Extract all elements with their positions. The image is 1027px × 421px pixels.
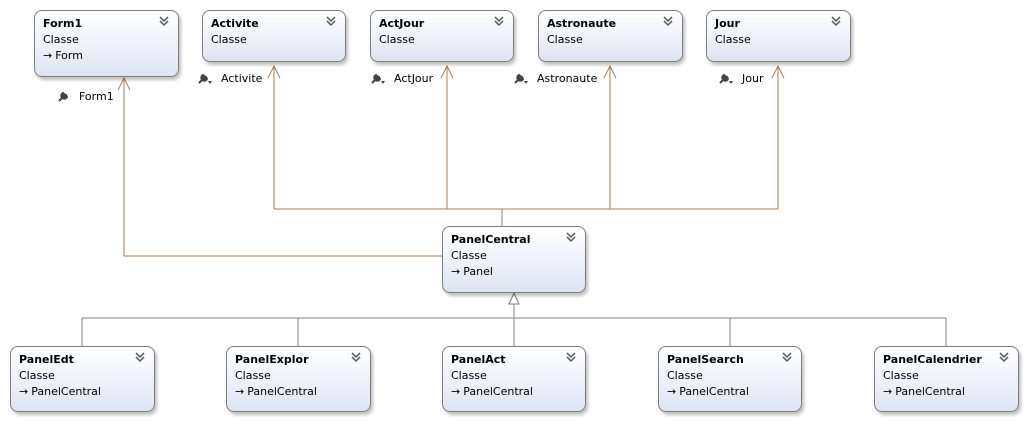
arrow-right-icon: → (451, 385, 461, 398)
arrow-right-icon: → (43, 49, 53, 62)
interface-label: ActJour (394, 71, 434, 85)
class-kind: Classe (667, 369, 703, 382)
chevron-double-down-icon[interactable] (565, 231, 577, 243)
class-box-panelcalendrier[interactable]: PanelCalendrier Classe →PanelCentral (874, 346, 1019, 412)
class-box-actjour[interactable]: ActJour Classe (370, 10, 514, 62)
class-name: PanelEdt (19, 353, 74, 366)
class-kind: Classe (547, 33, 583, 46)
association-lines (117, 64, 785, 257)
class-base: →PanelCentral (451, 385, 533, 398)
interface-label: Astronaute (537, 71, 598, 85)
chevron-double-down-icon[interactable] (350, 351, 362, 363)
wrench-icon (198, 73, 212, 84)
class-box-paneledt[interactable]: PanelEdt Classe →PanelCentral (10, 346, 155, 412)
class-kind: Classe (883, 369, 919, 382)
chevron-double-down-icon[interactable] (134, 351, 146, 363)
class-base-name: Form (55, 49, 83, 62)
arrow-right-icon: → (667, 385, 677, 398)
interface-astronaute[interactable]: Astronaute (513, 71, 597, 85)
association-panelcentral-form1 (123, 78, 442, 257)
class-base-name: PanelCentral (463, 385, 533, 398)
class-base-name: PanelCentral (895, 385, 965, 398)
class-base-name: Panel (463, 265, 493, 278)
association-arrow-activite (267, 64, 281, 79)
class-name: PanelExplor (235, 353, 309, 366)
class-kind: Classe (19, 369, 55, 382)
arrow-right-icon: → (883, 385, 893, 398)
chevron-double-down-icon[interactable] (998, 351, 1010, 363)
class-name: PanelSearch (667, 353, 744, 366)
class-name: ActJour (379, 17, 425, 30)
wrench-icon (58, 91, 69, 102)
chevron-double-down-icon[interactable] (158, 15, 170, 27)
chevron-double-down-icon[interactable] (830, 15, 842, 27)
class-base: →PanelCentral (235, 385, 317, 398)
class-base: →Form (43, 49, 83, 62)
wrench-icon (514, 73, 528, 84)
interface-jour[interactable]: Jour (718, 71, 763, 85)
interface-activite[interactable]: Activite (197, 71, 262, 85)
class-base: →PanelCentral (19, 385, 101, 398)
class-kind: Classe (451, 249, 487, 262)
class-box-activite[interactable]: Activite Classe (202, 10, 346, 62)
association-arrow-form1 (117, 76, 131, 91)
class-base: →PanelCentral (667, 385, 749, 398)
class-box-jour[interactable]: Jour Classe (706, 10, 851, 62)
arrow-right-icon: → (451, 265, 461, 278)
arrow-right-icon: → (235, 385, 245, 398)
chevron-double-down-icon[interactable] (781, 351, 793, 363)
class-base-name: PanelCentral (247, 385, 317, 398)
chevron-double-down-icon[interactable] (493, 15, 505, 27)
chevron-double-down-icon[interactable] (565, 351, 577, 363)
association-arrow-astronaute (603, 64, 617, 79)
class-name: Jour (715, 17, 740, 30)
wrench-icon (719, 73, 733, 84)
association-arrow-jour (771, 64, 785, 79)
wrench-icon (371, 73, 385, 84)
class-name: Form1 (43, 17, 83, 30)
class-name: PanelAct (451, 353, 506, 366)
arrow-right-icon: → (19, 385, 29, 398)
class-name: PanelCentral (451, 233, 531, 246)
class-name: PanelCalendrier (883, 353, 982, 366)
class-base-name: PanelCentral (31, 385, 101, 398)
class-box-form1[interactable]: Form1 Classe →Form (34, 10, 179, 77)
class-box-astronaute[interactable]: Astronaute Classe (538, 10, 683, 62)
interface-form1[interactable]: Form1 (57, 89, 114, 103)
class-box-panelact[interactable]: PanelAct Classe →PanelCentral (442, 346, 586, 412)
class-kind: Classe (451, 369, 487, 382)
class-kind: Classe (43, 33, 79, 46)
inheritance-lines (81, 291, 947, 346)
class-name: Activite (211, 17, 259, 30)
class-box-panelsearch[interactable]: PanelSearch Classe →PanelCentral (658, 346, 802, 412)
chevron-double-down-icon[interactable] (325, 15, 337, 27)
interface-label: Jour (742, 71, 764, 85)
chevron-double-down-icon[interactable] (662, 15, 674, 27)
class-kind: Classe (715, 33, 751, 46)
class-base-name: PanelCentral (679, 385, 749, 398)
class-kind: Classe (379, 33, 415, 46)
interface-actjour[interactable]: ActJour (370, 71, 433, 85)
inheritance-triangle (508, 291, 520, 305)
class-name: Astronaute (547, 17, 617, 30)
interface-label: Form1 (79, 89, 114, 103)
association-arrow-actjour (440, 64, 454, 79)
class-kind: Classe (235, 369, 271, 382)
class-box-panelcentral[interactable]: PanelCentral Classe →Panel (442, 226, 586, 293)
class-base: →PanelCentral (883, 385, 965, 398)
class-kind: Classe (211, 33, 247, 46)
interface-label: Activite (221, 71, 263, 85)
class-box-panelexplor[interactable]: PanelExplor Classe →PanelCentral (226, 346, 371, 412)
class-base: →Panel (451, 265, 493, 278)
